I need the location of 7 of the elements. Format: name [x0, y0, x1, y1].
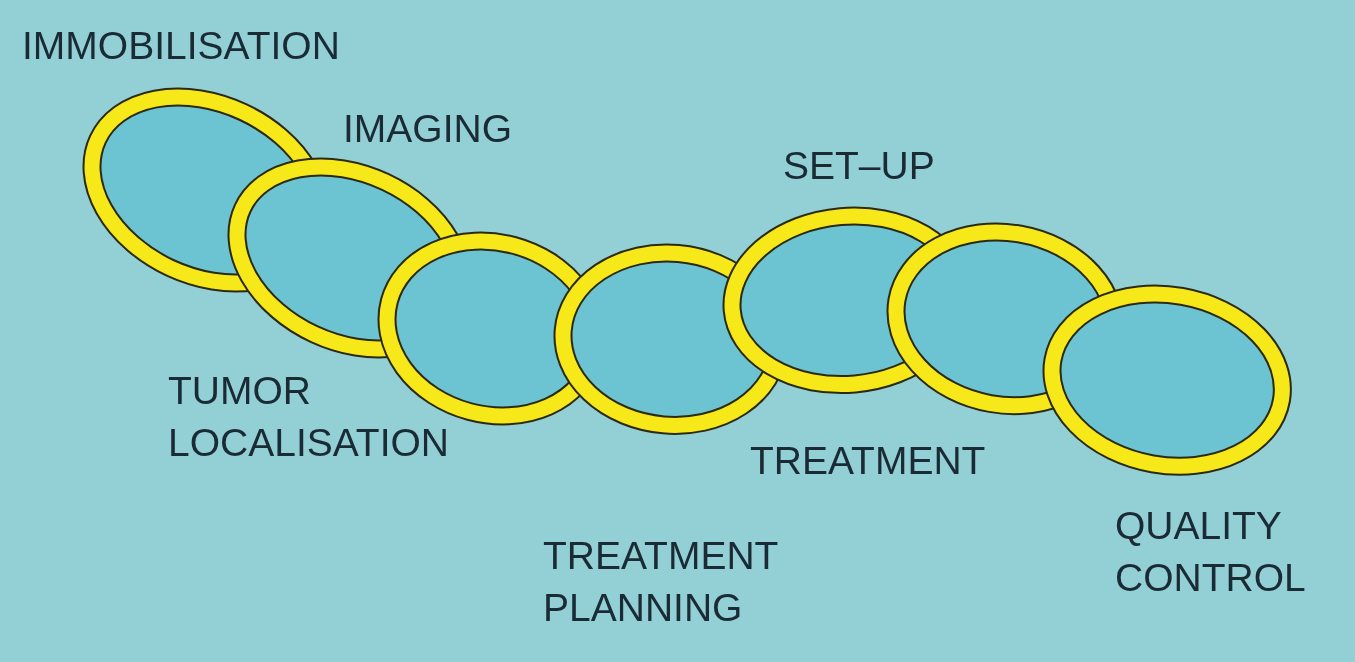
- step-label: TUMOR LOCALISATION: [168, 368, 451, 466]
- step-label: QUALITY CONTROL: [1115, 503, 1307, 601]
- step-label: TREATMENT: [750, 438, 987, 484]
- step-label: IMMOBILISATION: [22, 23, 341, 69]
- step-label: TREATMENT PLANNING: [543, 533, 779, 631]
- step-label: SET–UP: [783, 143, 936, 189]
- step-label: IMAGING: [343, 106, 513, 152]
